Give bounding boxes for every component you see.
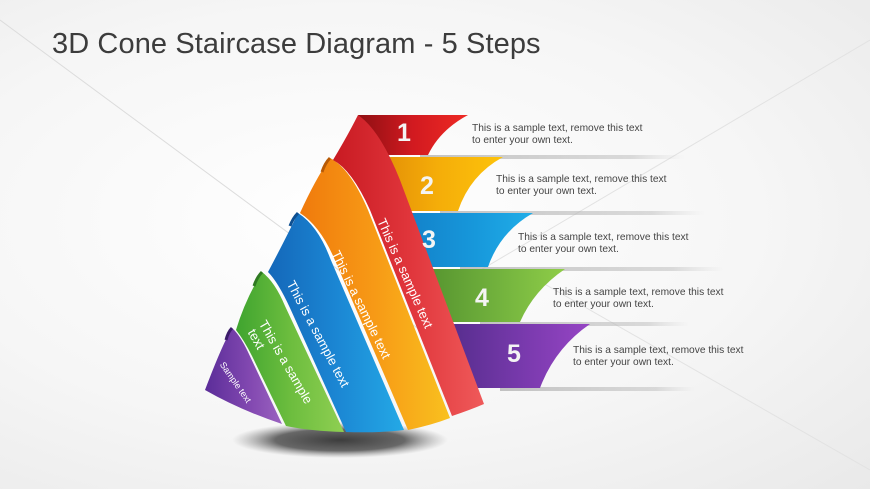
step-5-number: 5 — [507, 340, 521, 368]
step-4-tab — [410, 269, 565, 322]
cone-band-1 — [333, 115, 484, 416]
step-4-description: This is a sample text, remove this text … — [553, 287, 724, 310]
cone-band-5 — [205, 328, 282, 424]
step-4-number: 4 — [475, 284, 489, 312]
cone-band-4 — [236, 272, 344, 432]
cone-band-3 — [268, 213, 404, 433]
step-1-description: This is a sample text, remove this text … — [472, 123, 643, 146]
step-2-description: This is a sample text, remove this text … — [496, 174, 667, 197]
step-1-number: 1 — [397, 119, 411, 147]
step-3-number: 3 — [422, 226, 436, 254]
step-2-number: 2 — [420, 172, 434, 200]
step-3-description: This is a sample text, remove this text … — [518, 232, 689, 255]
cone-band-2 — [300, 158, 450, 430]
step-1-tab — [358, 115, 468, 155]
slide-title: 3D Cone Staircase Diagram - 5 Steps — [52, 28, 541, 60]
step-5-description: This is a sample text, remove this text … — [573, 345, 744, 368]
